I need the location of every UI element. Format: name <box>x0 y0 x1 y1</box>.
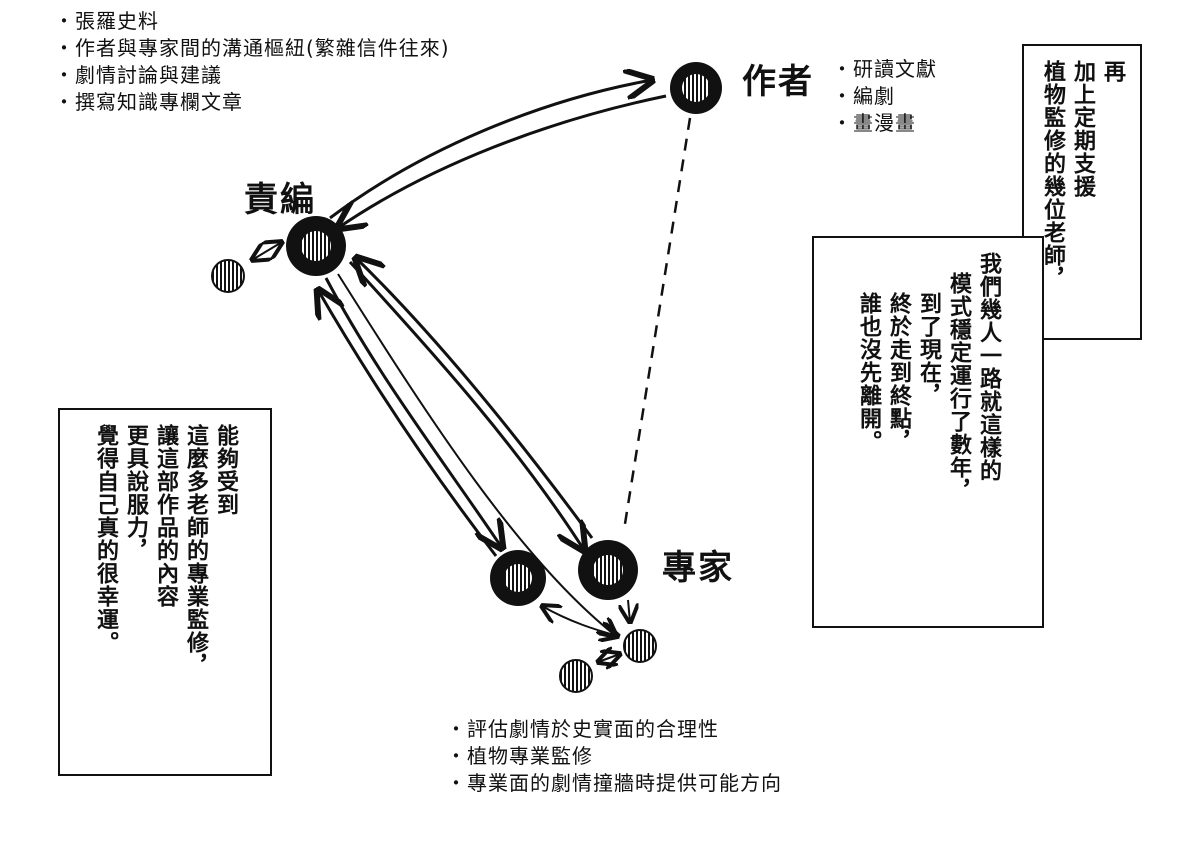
editor-task-list: 張羅史料 作者與專家間的溝通樞紐(繁雜信件往來) 劇情討論與建議 撰寫知識專欄文… <box>54 8 450 116</box>
second-consultant-node <box>559 659 593 693</box>
support-teachers-line: 再 <box>1100 60 1125 83</box>
years-together-line: 我們幾人一路就這樣的 <box>976 252 1001 482</box>
editor-task: 撰寫知識專欄文章 <box>54 89 450 116</box>
author-node <box>670 62 722 114</box>
second-expert-to-editor-arrow <box>318 290 498 557</box>
author-task: 畫漫畫 <box>832 110 937 137</box>
gratitude-box: 能夠受到 這麼多老師的專業監修， 讓這部作品的內容 更具說服力， 覺得自己真的很… <box>58 408 272 776</box>
editor-label: 責編 <box>244 180 316 220</box>
expert-node <box>578 540 638 600</box>
support-teachers-line: 植物監修的幾位老師， <box>1040 60 1065 290</box>
years-together-line: 模式穩定運行了數年， <box>946 272 971 502</box>
second-expert-node <box>490 550 546 606</box>
consultant-pair-arrows <box>598 654 620 662</box>
editor-node <box>286 216 346 276</box>
expert-consultant-arrow <box>628 599 630 622</box>
expert-task: 評估劇情於史實面的合理性 <box>446 716 782 743</box>
editor-to-author-arrow <box>329 80 652 220</box>
expert-to-editor-arrow <box>356 258 594 539</box>
years-together-box: 我們幾人一路就這樣的 模式穩定運行了數年， 到了現在， 終於走到終點， 誰也沒先… <box>812 236 1044 628</box>
expert-task: 植物專業監修 <box>446 743 782 770</box>
years-together-line: 誰也沒先離開。 <box>856 292 881 453</box>
gratitude-line: 更具說服力， <box>123 424 148 562</box>
second-expert-consultant-arrows <box>542 606 618 636</box>
editor-assistant-node <box>211 259 245 293</box>
author-to-editor-arrow <box>338 94 667 228</box>
years-together-line: 終於走到終點， <box>886 292 911 453</box>
support-teachers-line: 加上定期支援 <box>1070 60 1095 198</box>
editor-task: 作者與專家間的溝通樞紐(繁雜信件往來) <box>54 35 450 62</box>
gratitude-line: 讓這部作品的內容 <box>153 424 178 608</box>
expert-task: 專業面的劇情撞牆時提供可能方向 <box>446 770 782 797</box>
editor-task: 劇情討論與建議 <box>54 62 450 89</box>
author-label: 作者 <box>742 62 814 102</box>
gratitude-line: 覺得自己真的很幸運。 <box>93 424 118 654</box>
editor-task: 張羅史料 <box>54 8 450 35</box>
editor-assistant-arrows <box>252 242 282 260</box>
expert-task-list: 評估劇情於史實面的合理性 植物專業監修 專業面的劇情撞牆時提供可能方向 <box>446 716 782 797</box>
author-task: 研讀文獻 <box>832 56 937 83</box>
author-expert-dashed-link <box>622 117 692 531</box>
expert-label: 專家 <box>662 548 734 588</box>
gratitude-line: 能夠受到 <box>213 424 238 516</box>
gratitude-line: 這麼多老師的專業監修， <box>183 424 208 677</box>
editor-to-consultant-arrow <box>337 273 616 636</box>
editor-to-second-expert-arrow <box>324 277 502 548</box>
years-together-line: 到了現在， <box>916 292 941 407</box>
author-task-list: 研讀文獻 編劇 畫漫畫 <box>832 56 937 137</box>
editor-to-expert-arrow <box>348 260 584 550</box>
author-task: 編劇 <box>832 83 937 110</box>
consultant-node <box>623 629 657 663</box>
